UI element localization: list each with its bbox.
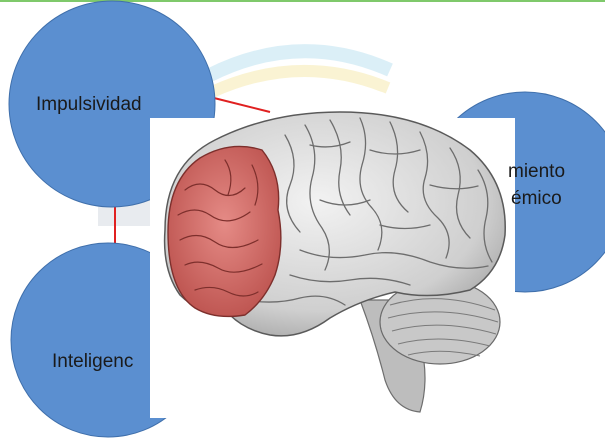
node-label-rendimiento-line2: émico — [511, 188, 562, 210]
node-label-inteligencia: Inteligenc — [52, 351, 133, 373]
brain-image — [150, 112, 515, 418]
top-border-line — [0, 0, 605, 2]
connector-top — [210, 97, 270, 112]
node-label-rendimiento-line1: miento — [508, 161, 565, 183]
node-label-impulsividad: Impulsividad — [36, 94, 142, 116]
